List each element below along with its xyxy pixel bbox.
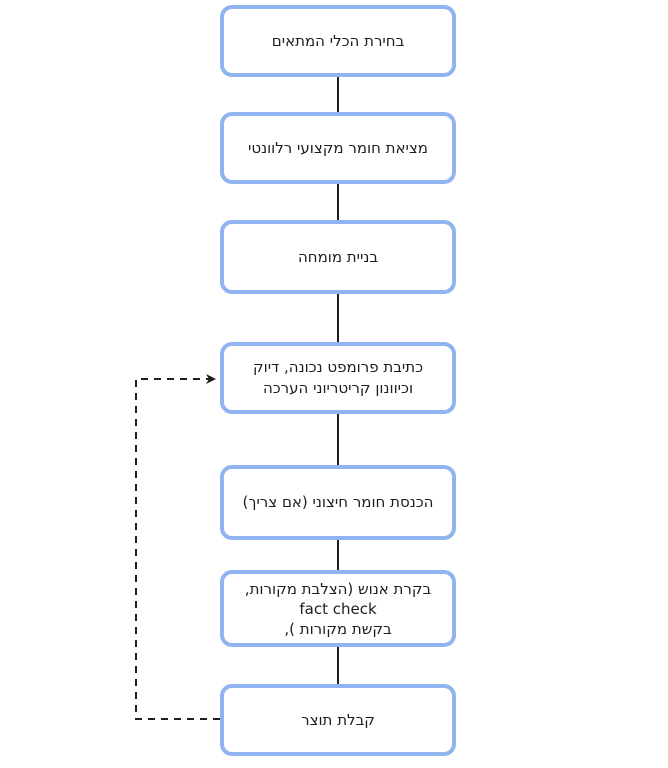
step-external-material-label: הכנסת חומר חיצוני (אם צריך) [242,493,434,511]
step-write-prompt-label: כתיבת פרומפט נכונה, דיוק וכיוונון קריטרי… [252,358,424,397]
step-get-product: קבלת תוצר [220,684,456,756]
step-choose-tool: בחירת הכלי המתאים [220,5,456,77]
step-write-prompt: כתיבת פרומפט נכונה, דיוק וכיוונון קריטרי… [220,342,456,414]
step-build-expert-label: בניית מומחה [297,247,379,266]
step-choose-tool-label: בחירת הכלי המתאים [271,31,405,50]
feedback-loop-arrow [135,374,220,720]
step-human-review: בקרת אנוש (הצלבת מקורות, fact check בקשת… [220,570,456,647]
step-build-expert: בניית מומחה [220,220,456,294]
step-find-material: מציאת חומר מקצועי רלוונטי [220,112,456,184]
step-get-product-label: קבלת תוצר [301,710,375,729]
step-find-material-label: מציאת חומר מקצועי רלוונטי [248,138,428,157]
step-human-review-label: בקרת אנוש (הצלבת מקורות, fact check בקשת… [244,579,432,638]
step-external-material: הכנסת חומר חיצוני (אם צריך) [220,465,456,540]
